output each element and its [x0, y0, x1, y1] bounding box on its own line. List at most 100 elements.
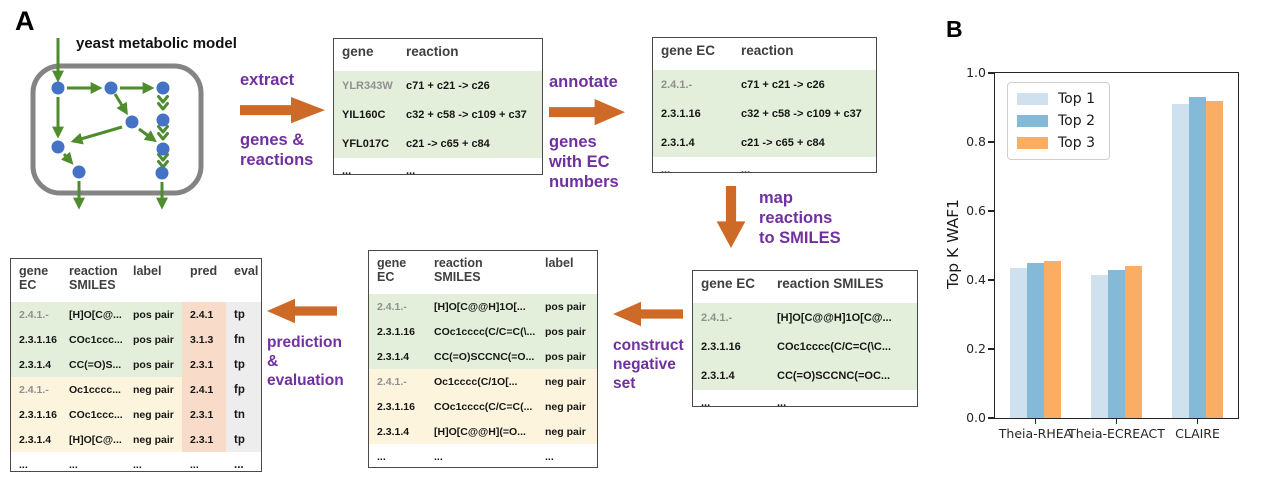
- table-cell: neg pair: [125, 377, 182, 402]
- table-cell: pos pair: [537, 319, 597, 344]
- x-tick-label: CLAIRE: [1175, 426, 1220, 441]
- legend-label: Top 2: [1058, 113, 1095, 129]
- metabolite-nodes: [51, 81, 170, 180]
- step-predict-line-1: prediction: [267, 334, 342, 351]
- table-header-cell: reaction SMILES: [426, 251, 537, 294]
- y-tick-label: 0.0: [966, 409, 986, 425]
- table-cell: 2.4.1: [182, 302, 226, 327]
- table-cell: c32 + c58 -> c109 + c37: [733, 99, 876, 128]
- step-construct-line-2: negative: [613, 355, 676, 373]
- y-tick-label: 0.2: [966, 340, 986, 356]
- table-cell: neg pair: [125, 402, 182, 427]
- y-tick-mark: [988, 348, 995, 350]
- flow-arrow-left-icon: [613, 301, 683, 327]
- table-row: 2.3.1.4[H]O[C@@H](=O...neg pair: [369, 419, 597, 444]
- table-cell: 2.4.1.-: [11, 377, 61, 402]
- table-cell: 2.3.1.16: [653, 99, 733, 128]
- step-construct-line-1: construct: [613, 337, 684, 354]
- legend-swatch: [1017, 93, 1048, 105]
- step-extract-verb: extract: [240, 71, 295, 89]
- table-cell: 2.3.1: [182, 352, 226, 377]
- table-cell: ...: [61, 452, 125, 471]
- flow-arrow-down-icon: [716, 186, 746, 248]
- table-cell: ...: [653, 157, 733, 172]
- table-cell: 2.4.1.-: [369, 294, 426, 319]
- table-cell: neg pair: [125, 427, 182, 452]
- step-map-line-1: map: [759, 189, 793, 207]
- table-cell: 2.3.1.16: [369, 319, 426, 344]
- table-cell: pos pair: [537, 344, 597, 369]
- table-row: ......: [653, 157, 876, 172]
- legend-swatch: [1017, 115, 1048, 127]
- table-header-cell: reaction SMILES: [769, 271, 917, 303]
- legend-swatch: [1017, 137, 1048, 149]
- table-header-cell: label: [125, 259, 182, 302]
- table-cell: c71 + c21 -> c26: [398, 71, 542, 100]
- table-cell: 2.3.1.16: [11, 327, 61, 352]
- step-extract-object-1: genes &: [240, 131, 305, 150]
- bar-claire-top-2: [1189, 97, 1206, 418]
- table-cell: CC(=O)SCCNC(=O...: [426, 344, 537, 369]
- legend-item: Top 3: [1017, 132, 1095, 154]
- table-cell: ...: [125, 452, 182, 471]
- step-predict-line-3: evaluation: [267, 371, 344, 389]
- table-cell: ...: [426, 444, 537, 467]
- table-cell: 2.3.1: [182, 427, 226, 452]
- step-construct-negative: construct negative set: [613, 301, 693, 394]
- y-axis-label: Top K WAF1: [944, 198, 962, 289]
- table-cell: 2.3.1.16: [693, 332, 769, 361]
- table-cell: 2.3.1.16: [369, 394, 426, 419]
- table-cell: [H]O[C@...: [61, 302, 125, 327]
- bar-theia-ecreact-top-2: [1108, 269, 1125, 418]
- y-tick-mark: [988, 210, 995, 212]
- table-row: 2.4.1.-[H]O[C@@H]1O[C@...: [693, 303, 917, 332]
- metabolic-network-diagram: [30, 38, 204, 210]
- table-row: ......: [334, 158, 542, 174]
- reaction-arrows: [52, 38, 168, 210]
- table-cell: [H]O[C@@H]1O[...: [426, 294, 537, 319]
- table-cell: fp: [226, 377, 261, 402]
- table-cell: pos pair: [125, 327, 182, 352]
- legend-label: Top 3: [1058, 135, 1095, 151]
- table-cell: ...: [11, 452, 61, 471]
- table-cell: tp: [226, 427, 261, 452]
- table-header-cell: gene EC: [693, 271, 769, 303]
- panel-a-label: A: [15, 6, 35, 36]
- table-row: ...............: [11, 452, 261, 471]
- y-tick-label: 0.6: [966, 202, 986, 218]
- chart-legend: Top 1 Top 2 Top 3: [1007, 82, 1110, 160]
- table-header-cell: eval: [226, 259, 261, 302]
- table-header-cell: reaction: [733, 38, 876, 70]
- x-tick-mark: [1034, 418, 1037, 424]
- step-annotate-verb: annotate: [549, 73, 618, 91]
- table-cell: 2.3.1.16: [11, 402, 61, 427]
- table-cell: YIL160C: [334, 100, 398, 129]
- table-header-cell: gene EC: [653, 38, 733, 70]
- flow-arrow-right-icon: [240, 96, 325, 124]
- table-cell: 2.4.1: [182, 377, 226, 402]
- table-row: ......: [693, 390, 917, 406]
- legend-label: Top 1: [1058, 91, 1095, 107]
- step-annotate: annotate genes with EC numbers: [549, 72, 647, 193]
- step-annotate-object-2: with EC: [549, 153, 610, 172]
- step-map-smiles: map reactions to SMILES: [716, 186, 841, 248]
- table-cell: pos pair: [125, 352, 182, 377]
- table-cell: ...: [398, 158, 542, 174]
- bar-theia-ecreact-top-1: [1091, 274, 1108, 418]
- table-cell: neg pair: [537, 419, 597, 444]
- table-cell: 2.3.1.4: [693, 361, 769, 390]
- table-cell: 2.3.1.4: [369, 344, 426, 369]
